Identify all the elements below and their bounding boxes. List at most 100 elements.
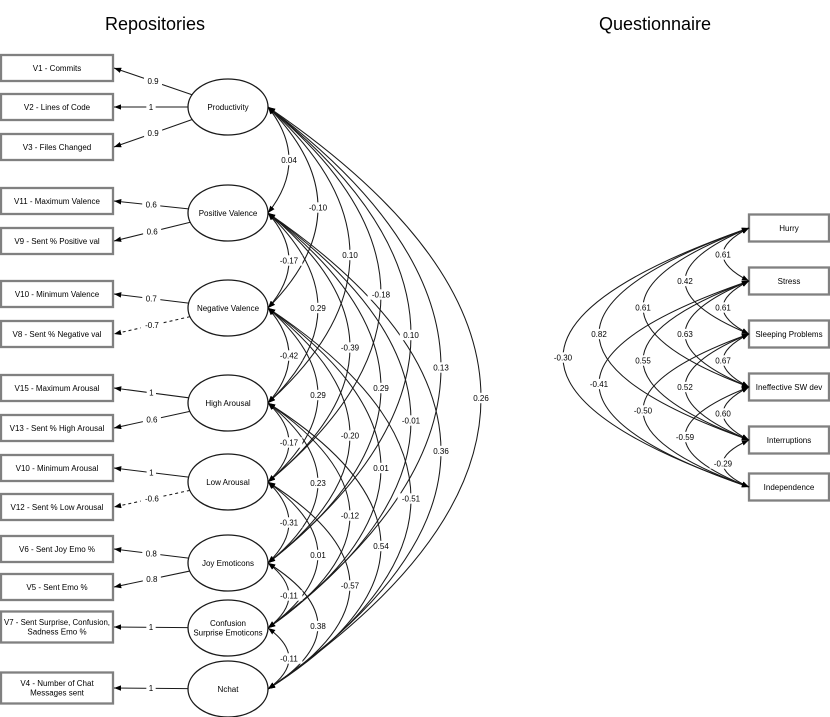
loading-value-3: 0.6 — [146, 201, 158, 210]
covariance-value-pos-conf-bg — [397, 415, 425, 426]
indicator-box-14 — [0, 671, 115, 705]
covariance-value-high-nchat-bg — [369, 540, 393, 552]
covariance-value-pos-high: 0.29 — [310, 304, 326, 313]
q-covariance-value-stress-inter-bg — [631, 355, 655, 366]
latent-label-neg: Negative Valence — [197, 304, 260, 313]
q-covariance-value-hurry-indep: -0.30 — [554, 353, 573, 362]
q-covariance-value-ineff-inter: 0.60 — [715, 409, 731, 418]
covariance-value-neg-joy-bg — [336, 430, 364, 441]
indicator-box-3 — [0, 186, 115, 216]
indicator-label-0: V1 - Commits — [33, 64, 81, 73]
questionnaire-title: Questionnaire — [598, 14, 712, 34]
indicator-box-1 — [0, 92, 115, 122]
covariance-arc-neg-nchat — [267, 307, 412, 690]
questionnaire-box-sleep — [747, 319, 830, 349]
covariance-value-neg-nchat-bg — [397, 493, 425, 504]
covariance-value-high-joy: 0.23 — [310, 479, 326, 488]
indicator-label-7: V15 - Maximum Arousal — [15, 384, 100, 393]
covariance-value-pos-conf: -0.01 — [402, 416, 421, 425]
loading-value-12: 0.8 — [146, 575, 158, 584]
covariance-value-pos-joy-bg — [369, 382, 393, 394]
questionnaire-label-sleep: Sleeping Problems — [755, 330, 822, 339]
q-covariance-value-sleep-inter-bg — [673, 381, 697, 393]
loading-value-14: 1 — [149, 684, 154, 693]
q-covariance-value-inter-indep-bg — [709, 458, 737, 469]
indicator-box-10 — [0, 492, 115, 522]
q-covariance-value-stress-sleep: 0.61 — [715, 303, 731, 312]
loading-value-4: 0.6 — [147, 227, 159, 236]
loading-value-6-bg — [140, 320, 164, 331]
indicator-label-4: V9 - Sent % Positive val — [14, 237, 100, 246]
q-covariance-value-hurry-ineff: 0.61 — [635, 303, 651, 312]
covariance-value-neg-high-bg — [275, 350, 303, 361]
covariance-value-prod-pos: 0.04 — [281, 156, 297, 165]
latent-label-high: High Arousal — [205, 399, 251, 408]
indicator-label-5: V10 - Minimum Valence — [15, 290, 100, 299]
indicator-label-2: V3 - Files Changed — [23, 143, 91, 152]
covariance-value-conf-nchat: -0.11 — [280, 654, 298, 663]
q-covariance-value-hurry-stress: 0.61 — [715, 250, 731, 259]
covariance-value-low-conf-bg — [306, 549, 330, 561]
covariance-value-high-joy-bg — [306, 477, 330, 489]
covariance-value-low-joy-bg — [275, 517, 303, 528]
covariance-value-pos-low: -0.39 — [341, 343, 360, 352]
loading-value-4-bg — [143, 226, 162, 237]
q-covariance-value-stress-sleep-bg — [711, 302, 735, 313]
covariance-value-pos-nchat-bg — [429, 445, 453, 457]
covariance-value-high-conf-bg — [336, 510, 364, 521]
covariance-value-neg-joy: -0.20 — [341, 431, 360, 440]
covariance-value-pos-joy: 0.29 — [373, 384, 389, 393]
indicator-box-12 — [0, 572, 115, 602]
latent-label-nchat: Nchat — [218, 685, 240, 694]
indicator-box-0 — [0, 53, 115, 83]
loading-value-0: 0.9 — [147, 77, 159, 86]
loading-value-1-bg — [146, 101, 156, 113]
covariance-value-pos-neg-bg — [275, 255, 303, 266]
q-covariance-value-sleep-inter: 0.52 — [677, 383, 693, 392]
q-covariance-value-hurry-indep-bg — [549, 352, 577, 363]
indicator-label-1: V2 - Lines of Code — [24, 103, 91, 112]
q-covariance-value-ineff-inter-bg — [711, 408, 735, 419]
indicator-label-13: Sadness Emo % — [27, 628, 86, 637]
questionnaire-box-indep — [747, 472, 830, 502]
repositories-title: Repositories — [104, 14, 206, 34]
covariance-value-prod-conf-bg — [429, 362, 453, 373]
q-covariance-value-ineff-indep-bg — [671, 431, 699, 443]
indicator-box-4 — [0, 226, 115, 256]
q-covariance-value-stress-indep: -0.41 — [590, 380, 609, 389]
covariance-value-pos-high-bg — [306, 302, 330, 314]
indicator-label-11: V6 - Sent Joy Emo % — [19, 545, 95, 554]
covariance-value-prod-nchat-bg — [469, 392, 493, 404]
covariance-value-pos-nchat: 0.36 — [433, 447, 449, 456]
covariance-value-prod-neg: -0.10 — [309, 203, 328, 212]
loading-value-13: 1 — [149, 623, 154, 632]
covariance-value-prod-high: 0.10 — [342, 251, 358, 260]
covariance-value-high-low-bg — [275, 437, 303, 448]
q-covariance-value-hurry-stress-bg — [711, 249, 735, 260]
q-covariance-value-inter-indep: -0.29 — [714, 459, 733, 468]
loading-value-7-bg — [146, 387, 157, 399]
covariance-value-low-nchat: -0.57 — [341, 581, 360, 590]
loading-value-3-bg — [142, 199, 161, 211]
covariance-value-joy-nchat-bg — [306, 620, 330, 632]
covariance-value-prod-pos-bg — [277, 154, 301, 166]
latent-label-low: Low Arousal — [206, 478, 250, 487]
covariance-value-joy-conf-bg — [275, 590, 303, 601]
loading-value-7: 1 — [149, 389, 154, 398]
covariance-value-prod-high-bg — [338, 249, 362, 261]
loading-value-5-bg — [142, 293, 161, 304]
indicator-label-6: V8 - Sent % Negative val — [13, 330, 102, 339]
covariance-value-prod-neg-bg — [304, 202, 332, 213]
q-covariance-value-stress-ineff-bg — [673, 328, 697, 340]
covariance-value-pos-neg: -0.17 — [280, 256, 299, 265]
latent-label-pos: Positive Valence — [199, 209, 258, 218]
loading-value-2: 0.9 — [148, 129, 160, 138]
questionnaire-label-hurry: Hurry — [779, 224, 799, 233]
indicator-box-13 — [0, 610, 115, 644]
indicator-box-8 — [0, 413, 115, 443]
q-covariance-value-sleep-indep: -0.50 — [634, 406, 653, 415]
covariance-value-prod-conf: 0.13 — [433, 363, 449, 372]
covariance-value-high-nchat: 0.54 — [373, 542, 389, 551]
